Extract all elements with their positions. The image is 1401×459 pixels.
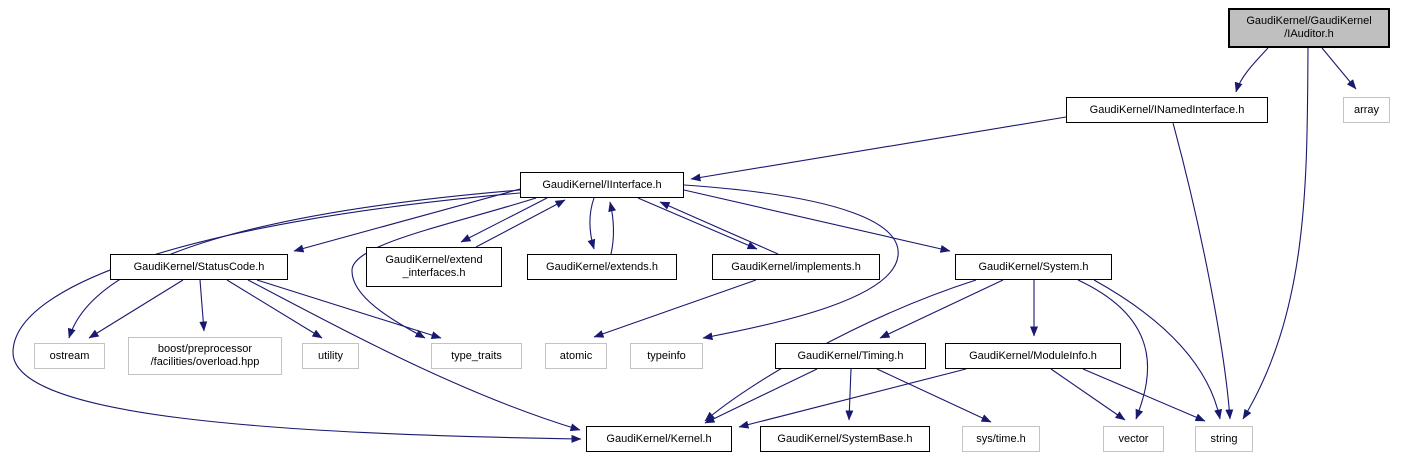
edge-iinterface-extendinterfaces xyxy=(460,197,548,243)
node-extends-label: GaudiKernel/extends.h xyxy=(546,260,658,273)
node-statuscode-label: GaudiKernel/StatusCode.h xyxy=(133,260,265,273)
edge-system-string xyxy=(1093,279,1223,420)
node-implements[interactable]: GaudiKernel/implements.h xyxy=(712,254,880,280)
edge-extends-iinterface xyxy=(608,201,617,255)
node-systime: sys/time.h xyxy=(962,426,1040,452)
edge-extendinterfaces-iinterface xyxy=(475,199,566,248)
node-extendinterfaces-label-line2: _interfaces.h xyxy=(402,267,466,279)
node-kernel-label: GaudiKernel/Kernel.h xyxy=(606,432,712,445)
node-array: array xyxy=(1343,97,1390,123)
edge-inamedinterface-iinterface xyxy=(690,116,1067,182)
node-atomic-label: atomic xyxy=(559,349,593,362)
node-string-label: string xyxy=(1210,432,1238,445)
node-typeinfo-label: typeinfo xyxy=(647,349,686,362)
edge-statuscode-boost-overload xyxy=(199,279,208,332)
node-utility-label: utility xyxy=(317,349,344,362)
node-systembase-label: GaudiKernel/SystemBase.h xyxy=(777,432,913,445)
edge-iauditor-array xyxy=(1321,47,1357,90)
edge-inamedinterface-string xyxy=(1172,122,1234,420)
edge-system-timing xyxy=(879,279,1004,339)
edge-iinterface-system xyxy=(683,189,951,253)
edge-moduleinfo-string xyxy=(1082,368,1206,422)
node-system[interactable]: GaudiKernel/System.h xyxy=(955,254,1112,280)
node-ostream: ostream xyxy=(34,343,105,369)
edge-iinterface-typeinfo xyxy=(683,184,899,341)
node-boost-overload-label-line1: boost/preprocessor xyxy=(157,343,253,355)
node-boost-overload: boost/preprocessor /facilities/overload.… xyxy=(128,337,282,375)
edge-iinterface-type-traits xyxy=(351,197,537,339)
node-iinterface[interactable]: GaudiKernel/IInterface.h xyxy=(520,172,684,198)
edge-statuscode-type-traits xyxy=(256,279,442,339)
node-vector: vector xyxy=(1103,426,1164,452)
node-iauditor: GaudiKernel/GaudiKernel /IAuditor.h xyxy=(1228,8,1390,48)
node-utility: utility xyxy=(302,343,359,369)
node-inamedinterface[interactable]: GaudiKernel/INamedInterface.h xyxy=(1066,97,1268,123)
node-implements-label: GaudiKernel/implements.h xyxy=(731,260,861,273)
node-boost-overload-label-line2: /facilities/overload.hpp xyxy=(150,356,260,368)
node-systembase[interactable]: GaudiKernel/SystemBase.h xyxy=(760,426,930,452)
node-array-label: array xyxy=(1353,103,1380,116)
edge-iinterface-extends xyxy=(587,197,596,250)
node-inamedinterface-label: GaudiKernel/INamedInterface.h xyxy=(1089,103,1245,116)
node-iauditor-label-line2: /IAuditor.h xyxy=(1284,28,1334,40)
node-string: string xyxy=(1195,426,1253,452)
node-system-label: GaudiKernel/System.h xyxy=(978,260,1089,273)
edge-timing-kernel xyxy=(704,368,818,424)
node-extends[interactable]: GaudiKernel/extends.h xyxy=(527,254,677,280)
node-iauditor-label-line1: GaudiKernel/GaudiKernel xyxy=(1246,15,1372,27)
node-extendinterfaces-label-line1: GaudiKernel/extend xyxy=(385,254,483,266)
edge-moduleinfo-vector xyxy=(1050,368,1126,421)
node-moduleinfo[interactable]: GaudiKernel/ModuleInfo.h xyxy=(945,343,1121,369)
node-systime-label: sys/time.h xyxy=(976,432,1026,445)
edge-implements-iinterface xyxy=(659,201,779,255)
edge-iinterface-statuscode xyxy=(293,188,521,253)
node-ostream-label: ostream xyxy=(49,349,90,362)
node-iinterface-label: GaudiKernel/IInterface.h xyxy=(542,178,662,191)
edge-implements-atomic xyxy=(593,279,757,338)
node-kernel[interactable]: GaudiKernel/Kernel.h xyxy=(586,426,732,452)
node-timing[interactable]: GaudiKernel/Timing.h xyxy=(775,343,926,369)
node-typeinfo: typeinfo xyxy=(630,343,703,369)
node-timing-label: GaudiKernel/Timing.h xyxy=(797,349,904,362)
edge-iauditor-inamedinterface xyxy=(1234,47,1269,93)
node-type-traits: type_traits xyxy=(431,343,522,369)
edge-timing-systime xyxy=(876,368,992,423)
edge-timing-systembase xyxy=(845,368,854,421)
node-atomic: atomic xyxy=(545,343,607,369)
node-extendinterfaces[interactable]: GaudiKernel/extend _interfaces.h xyxy=(366,247,502,287)
edge-iinterface-kernel xyxy=(12,192,582,443)
edge-system-vector xyxy=(1077,279,1149,420)
edge-statuscode-ostream xyxy=(88,279,184,339)
edge-iinterface-implements xyxy=(637,197,758,250)
edge-statuscode-utility xyxy=(226,279,323,339)
node-type-traits-label: type_traits xyxy=(451,349,502,362)
node-vector-label: vector xyxy=(1118,432,1149,445)
edge-iauditor-string xyxy=(1242,47,1309,420)
edge-iinterface-ostream xyxy=(67,189,521,339)
node-statuscode[interactable]: GaudiKernel/StatusCode.h xyxy=(110,254,288,280)
node-moduleinfo-label: GaudiKernel/ModuleInfo.h xyxy=(969,349,1097,362)
edge-moduleinfo-kernel xyxy=(738,368,967,429)
edge-statuscode-kernel xyxy=(247,279,581,432)
